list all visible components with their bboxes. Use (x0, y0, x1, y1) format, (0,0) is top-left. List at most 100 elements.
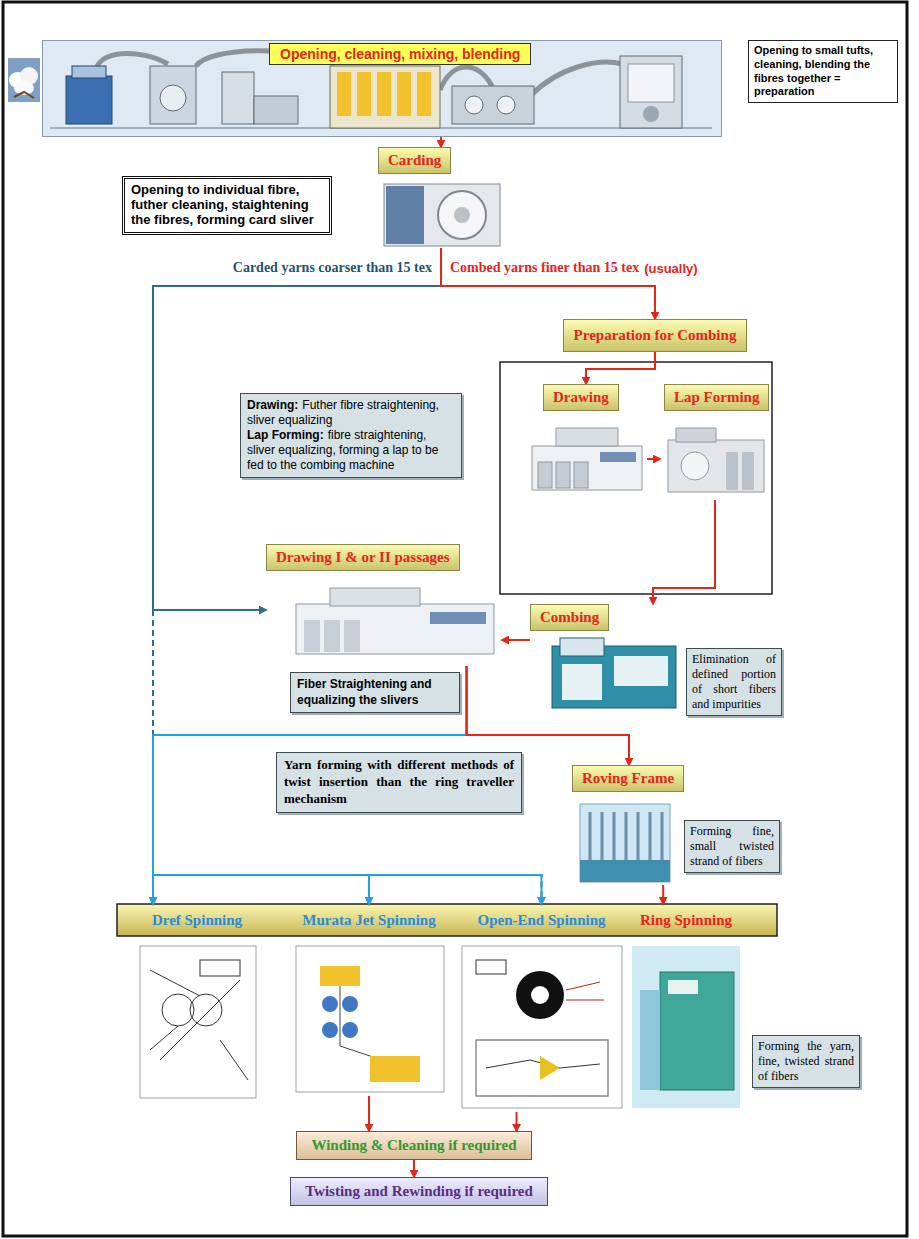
node-text: Yarn forming with different methods of t… (284, 757, 514, 808)
node-text: Forming the yarn, fine, twisted strand o… (758, 1039, 854, 1084)
note-box: Opening to individual fibre, futher clea… (122, 176, 332, 235)
process-label: Preparation for Combing (563, 319, 748, 352)
machine-panel (600, 452, 636, 462)
ring-frame-end (660, 972, 734, 1090)
text-group: Fiber Straightening and equalizing the s… (297, 677, 453, 708)
feeder-window (628, 64, 674, 102)
machine-body (668, 440, 764, 492)
machine-base (580, 860, 670, 882)
path-label: Carded yarns coarser than 15 tex (233, 260, 432, 275)
lap-former-machine (668, 428, 764, 492)
note-box: Elimination of defined portion of short … (686, 648, 782, 716)
text-group: Yarn forming with different methods of t… (284, 757, 514, 808)
ring-frame-photo (632, 946, 740, 1108)
card-feed (386, 186, 424, 244)
process-label: Roving Frame (572, 765, 686, 885)
sliver-can (344, 620, 360, 652)
node-text: Fiber Straightening and equalizing the s… (297, 677, 453, 708)
node-text: Opening, cleaning, mixing, blending (269, 43, 531, 65)
machine-head (556, 428, 618, 446)
hopper-feed (254, 96, 298, 124)
roving-frame-machine (580, 804, 670, 882)
draw-frame-machine (532, 428, 642, 490)
process-label: Drawing I & or II passages (266, 544, 502, 666)
process-box: Winding & Cleaning if required (296, 1131, 531, 1160)
text-group: Lap Forming (664, 384, 770, 411)
node-text: Elimination of defined portion of short … (692, 652, 776, 712)
node-text: Twisting and Rewinding if required (305, 1183, 533, 1200)
note-box: Yarn forming with different methods of t… (276, 752, 522, 813)
text-group: Opening to individual fibre, futher clea… (131, 183, 323, 228)
text-group: Forming the yarn, fine, twisted strand o… (758, 1039, 854, 1084)
sliver-can (320, 966, 360, 986)
sliver-can (324, 620, 340, 652)
comber-machine (552, 638, 676, 708)
sliver-can (574, 462, 588, 488)
flow-arrow (653, 500, 715, 604)
lap-cylinder (742, 452, 754, 490)
machine-head (560, 638, 604, 656)
yarn-take-off (566, 982, 604, 1000)
node-text: Open-End Spinning (458, 904, 625, 936)
machine-head (676, 428, 716, 442)
bale-opener (66, 76, 112, 124)
flow-arrow (586, 352, 655, 384)
text-group: Open-End Spinning (458, 904, 625, 936)
sketch-ground (462, 946, 622, 1108)
text-group: Opening, cleaning, mixing, blending (269, 43, 721, 65)
cleaner-drum (497, 96, 515, 114)
text-group: Lap Forming:fibre straightening, sliver … (247, 428, 455, 473)
node-text: Drawing I & or II passages (266, 544, 460, 571)
machine-panel (430, 612, 486, 624)
rotor-sketch (462, 946, 622, 1108)
yarn-path (340, 986, 394, 1064)
spinning-method: Murata Jet Spinning (290, 904, 448, 1096)
node-text: Lap Forming (664, 384, 769, 411)
drafting-roller (322, 996, 338, 1012)
friction-drum (190, 994, 222, 1026)
machine-head (330, 588, 420, 606)
node-text: Lap Forming: (247, 428, 324, 442)
text-group: Roving Frame (572, 765, 686, 792)
card-cylinder (438, 191, 486, 239)
machine-body (580, 804, 670, 882)
flow-arrow (440, 137, 442, 147)
text-group: Twisting and Rewinding if required (305, 1183, 533, 1200)
drafting-roller (322, 1022, 338, 1038)
mixer (330, 66, 440, 128)
machine-line-panel: Opening, cleaning, mixing, blending (42, 40, 722, 137)
card-machine (384, 184, 500, 246)
text-group: Opening to small tufts, cleaning, blendi… (754, 44, 892, 99)
principle-frame (476, 1040, 608, 1096)
mixer-chamber (357, 72, 371, 116)
feed-roller (476, 960, 506, 974)
card-hub (454, 207, 470, 223)
flow-arrow (153, 666, 542, 904)
spinning-band (117, 904, 777, 936)
mixer-chamber (337, 72, 351, 116)
air-jet-sketch (296, 946, 444, 1092)
text-group: Drawing I & or II passages (266, 544, 502, 571)
flow-arrow (441, 248, 655, 319)
page-frame (3, 2, 907, 1236)
control-panel (668, 980, 698, 994)
rotor-groove (531, 986, 549, 1004)
node-text: Forming fine, small twisted strand of fi… (690, 824, 774, 869)
dref-sketch (140, 946, 256, 1098)
photo-sky (8, 58, 40, 102)
sliver-can (304, 620, 320, 652)
node-text: Murata Jet Spinning (290, 904, 448, 936)
flow-arrow (647, 458, 660, 460)
text-group: Preparation for Combing (563, 319, 748, 352)
cotton-stem (14, 92, 34, 98)
drafting-unit (200, 960, 240, 976)
note-box: Forming fine, small twisted strand of fi… (684, 820, 780, 873)
lap-cylinder (726, 452, 738, 490)
flow-arrow (502, 639, 530, 641)
mixer-chamber (417, 72, 431, 116)
panel-ground (42, 40, 722, 137)
label-holder: Combed yarns finer than 15 tex (450, 258, 639, 276)
text-group: Ring Spinning (628, 904, 744, 936)
sketch-ground (296, 946, 444, 1092)
note-box: Opening to small tufts, cleaning, blendi… (748, 40, 898, 103)
